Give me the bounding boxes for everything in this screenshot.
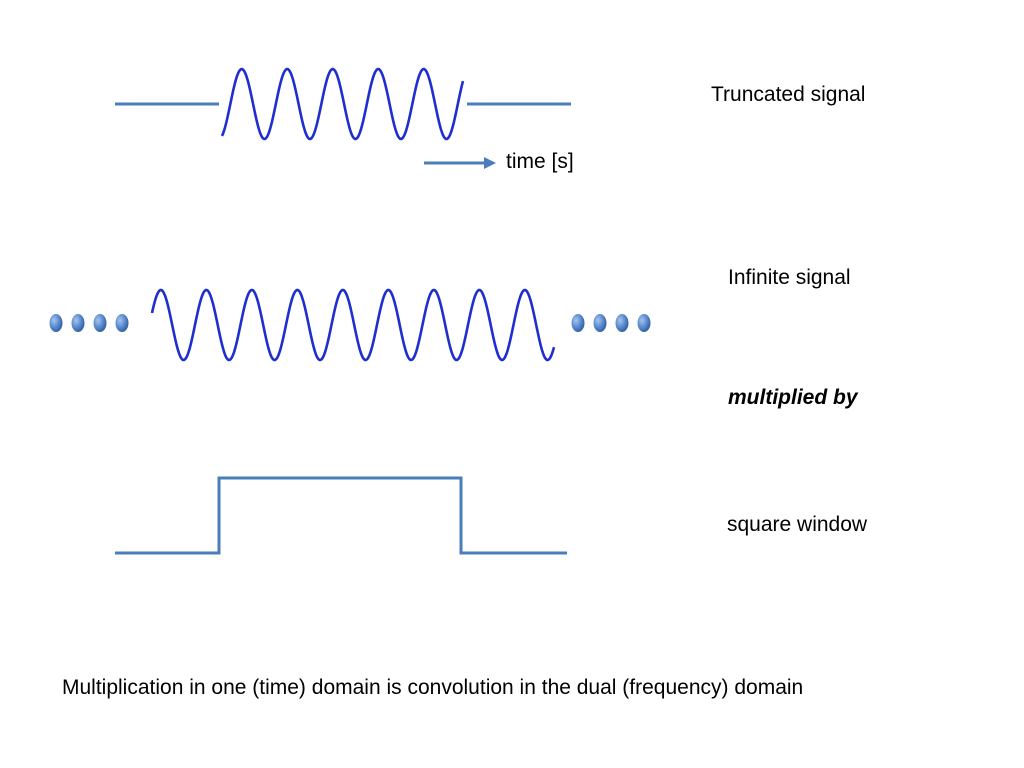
- truncated-signal-wave: [220, 67, 465, 141]
- arrow-right-icon: [424, 157, 496, 169]
- multiplied-by-label: multiplied by: [728, 386, 858, 409]
- infinite-signal: [49, 288, 651, 362]
- square-window: [115, 476, 567, 555]
- infinite-signal-label: Infinite signal: [728, 266, 851, 289]
- truncated-signal: [115, 67, 571, 141]
- square-window-label: square window: [727, 513, 868, 536]
- ellipsis-dots-icon: [571, 314, 651, 332]
- truncated-signal-label: Truncated signal: [711, 83, 866, 106]
- caption: Multiplication in one (time) domain is c…: [62, 676, 804, 699]
- ellipsis-dots-icon: [49, 314, 129, 332]
- time-axis-label: time [s]: [506, 150, 574, 173]
- infinite-signal-wave: [150, 288, 556, 362]
